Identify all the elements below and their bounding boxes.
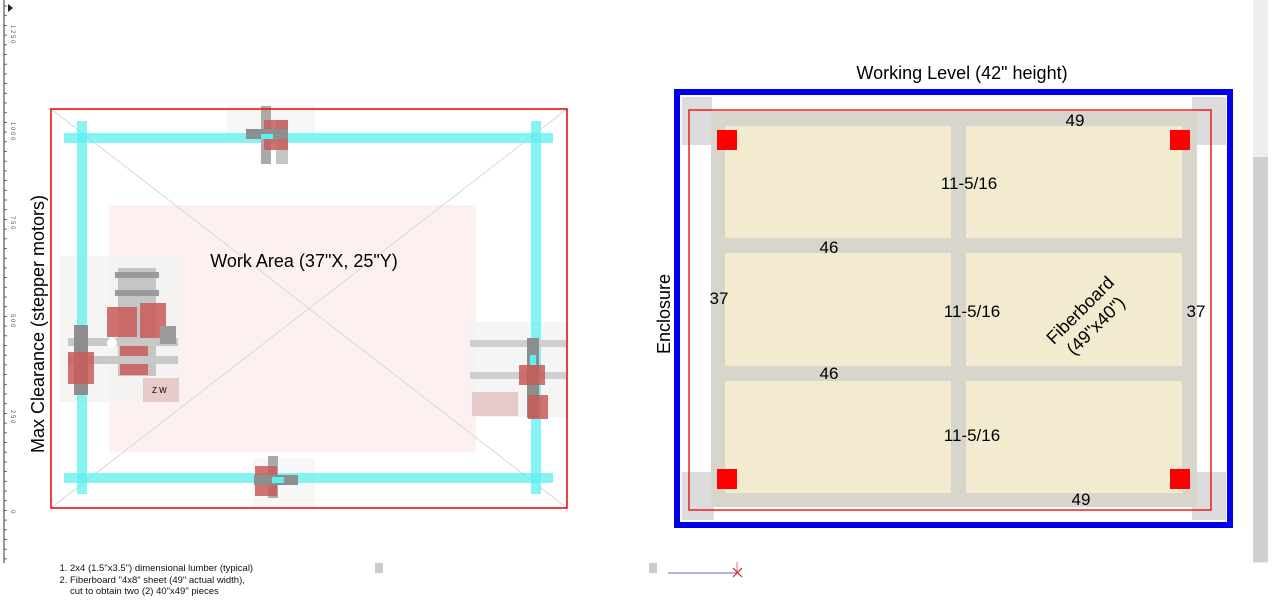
- rail-right: [531, 121, 541, 494]
- note-2-line-2: cut to obtain two (2) 40"x49" pieces: [70, 586, 219, 597]
- stepper-motor-top: [246, 106, 288, 164]
- dimension-right: 37: [1187, 302, 1206, 321]
- lumber-right: [1182, 111, 1197, 507]
- scrollbar-thumb[interactable]: [1253, 157, 1268, 562]
- post-bottom-left: [717, 469, 737, 489]
- ruler-mark-1000: 1 0 0 0: [9, 122, 15, 141]
- lumber-center-1: [951, 126, 966, 238]
- lumber-center-2: [951, 253, 966, 366]
- lumber-center-3: [951, 381, 966, 493]
- triangle-right-icon[interactable]: [8, 4, 13, 12]
- note-2-line-1: Fiberboard "4x8" sheet (49" actual width…: [70, 574, 245, 586]
- lumber-left: [711, 111, 725, 507]
- post-top-left: [717, 130, 737, 150]
- notes-list: 2x4 (1.5"x3.5") dimensional lumber (typi…: [58, 563, 253, 598]
- max-clearance-label: Max Clearance (stepper motors): [28, 195, 48, 453]
- z-axis-tag: Z W: [152, 386, 167, 395]
- x-marker-icon[interactable]: [668, 562, 743, 578]
- dimension-bottom: 49: [1072, 490, 1091, 509]
- cross-dimension-1: 46: [820, 238, 839, 257]
- lumber-cross-1: [725, 238, 1182, 253]
- panel-dimension-3: 11-5/16: [944, 426, 1000, 445]
- panel-dimension-2: 11-5/16: [944, 302, 1000, 321]
- note-2: Fiberboard "4x8" sheet (49" actual width…: [70, 575, 253, 598]
- enclosure-outline: [674, 89, 1233, 528]
- rail-left: [77, 121, 87, 494]
- work-area-label: Work Area (37"X, 25"Y): [210, 251, 398, 271]
- ruler-mark-1250: 1 2 5 0: [9, 25, 15, 44]
- dimension-top: 49: [1066, 111, 1085, 130]
- cross-dimension-2: 46: [820, 364, 839, 383]
- panel-dimension-1: 11-5/16: [941, 174, 997, 193]
- lumber-cross-2: [725, 366, 1182, 381]
- ruler-mark-500: 5 0 0: [9, 314, 15, 328]
- handle-square-right[interactable]: [649, 563, 657, 573]
- handle-square-left[interactable]: [375, 563, 383, 573]
- lumber-top: [711, 111, 1197, 126]
- rail-bottom: [64, 473, 553, 483]
- stepper-motor-right: [470, 338, 566, 419]
- lumber-bottom: [711, 493, 1197, 507]
- max-clearance-outline: [50, 108, 568, 509]
- enclosure-label: Enclosure: [654, 274, 674, 354]
- left-plan: Z W Work Area (37"X, 25"Y) Max Clearance…: [28, 105, 568, 509]
- ruler-mark-750: 7 5 0: [9, 216, 15, 230]
- gantry-carriage-left: Z W: [68, 268, 179, 402]
- right-plan: Working Level (42" height) Enclosure 49 …: [654, 63, 1233, 528]
- ruler-mark-0: 0: [9, 510, 15, 514]
- stepper-motor-bottom: [254, 456, 298, 498]
- clearance-outline-right: [688, 109, 1212, 511]
- note-1: 2x4 (1.5"x3.5") dimensional lumber (typi…: [70, 563, 253, 575]
- vertical-ruler: 1 2 5 0 1 0 0 0 7 5 0 5 0 0 2 5 0 0: [3, 0, 15, 563]
- ruler-mark-250: 2 5 0: [9, 410, 15, 424]
- post-bottom-right: [1170, 469, 1190, 489]
- rail-top: [64, 133, 553, 143]
- working-level-title: Working Level (42" height): [856, 63, 1067, 83]
- post-top-right: [1170, 130, 1190, 150]
- dimension-left: 37: [710, 289, 729, 308]
